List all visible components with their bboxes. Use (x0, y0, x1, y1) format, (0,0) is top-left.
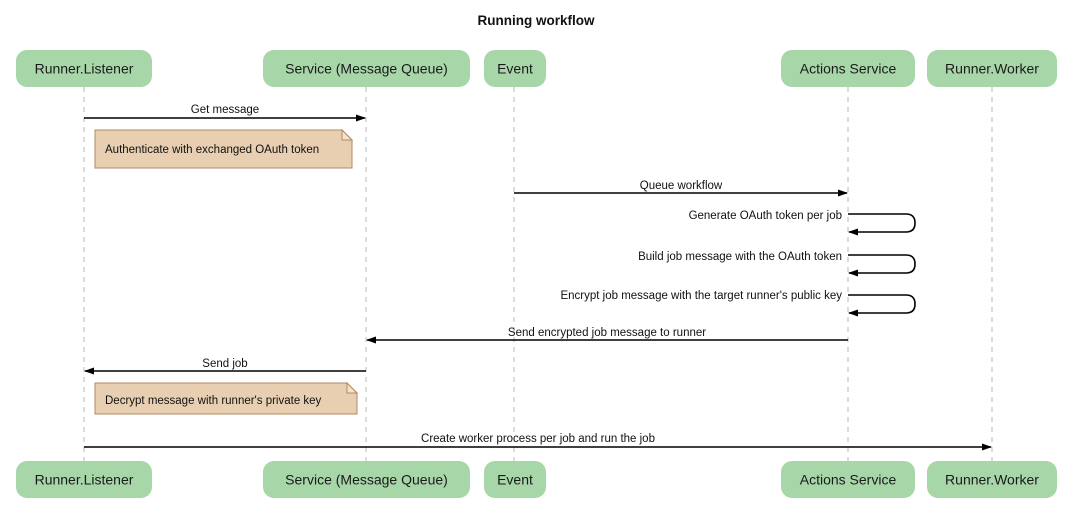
self-loop-path (848, 294, 916, 317)
message-generate-oauth-token-per-job[interactable]: Generate OAuth token per job (689, 210, 916, 236)
message-label: Send encrypted job message to runner (508, 327, 706, 339)
message-create-worker-process[interactable]: Create worker process per job and run th… (84, 433, 992, 451)
lifelines-layer (83, 87, 993, 461)
participant-label: Actions Service (800, 472, 897, 488)
participant-service-message-queue-bottom[interactable]: Service (Message Queue) (263, 461, 470, 498)
self-loop-path (848, 254, 916, 277)
message-get-message[interactable]: Get message (84, 104, 366, 122)
message-send-job[interactable]: Send job (84, 358, 366, 375)
participant-label: Runner.Listener (35, 472, 134, 488)
participant-box (781, 461, 915, 498)
note-authenticate-note: Authenticate with exchanged OAuth token (94, 128, 354, 169)
participant-event-top[interactable]: Event (484, 50, 546, 87)
participant-runner-listener-top[interactable]: Runner.Listener (16, 50, 152, 87)
participant-label: Actions Service (800, 61, 897, 77)
note-fold-corner-icon (346, 381, 359, 394)
participant-box (484, 461, 546, 498)
note-decrypt-note: Decrypt message with runner's private ke… (94, 381, 359, 415)
participant-actions-service-bottom[interactable]: Actions Service (781, 461, 915, 498)
participant-label: Runner.Worker (945, 472, 1039, 488)
participant-actions-service-top[interactable]: Actions Service (781, 50, 915, 87)
message-label: Send job (202, 358, 247, 370)
message-build-job-message[interactable]: Build job message with the OAuth token (638, 251, 916, 277)
participant-box (927, 50, 1057, 87)
message-encrypt-job-message[interactable]: Encrypt job message with the target runn… (560, 290, 916, 317)
note-label: Authenticate with exchanged OAuth token (105, 144, 319, 156)
message-label: Create worker process per job and run th… (421, 433, 655, 445)
participant-label: Event (497, 61, 533, 77)
page-title: Running workflow (478, 13, 595, 28)
participant-service-message-queue-top[interactable]: Service (Message Queue) (263, 50, 470, 87)
participant-label: Service (Message Queue) (285, 472, 448, 488)
participant-box (263, 50, 470, 87)
message-label: Get message (191, 104, 259, 116)
message-send-encrypted-job-message[interactable]: Send encrypted job message to runner (366, 327, 848, 344)
self-loop-path (848, 213, 916, 236)
participant-label: Runner.Listener (35, 61, 134, 77)
participant-box (263, 461, 470, 498)
note-body (94, 382, 358, 415)
participant-label: Event (497, 472, 533, 488)
participant-box (927, 461, 1057, 498)
participant-box (16, 50, 152, 87)
participant-box (484, 50, 546, 87)
participant-runner-listener-bottom[interactable]: Runner.Listener (16, 461, 152, 498)
participant-runner-worker-top[interactable]: Runner.Worker (927, 50, 1057, 87)
note-label: Decrypt message with runner's private ke… (105, 395, 322, 407)
note-fold-corner-icon (341, 128, 354, 141)
participant-event-bottom[interactable]: Event (484, 461, 546, 498)
participant-label: Runner.Worker (945, 61, 1039, 77)
participant-label: Service (Message Queue) (285, 61, 448, 77)
message-queue-workflow[interactable]: Queue workflow (514, 180, 848, 197)
participant-box (16, 461, 152, 498)
message-label: Build job message with the OAuth token (638, 251, 842, 263)
participant-runner-worker-bottom[interactable]: Runner.Worker (927, 461, 1057, 498)
notes-layer: Authenticate with exchanged OAuth tokenD… (94, 128, 359, 415)
participant-box (781, 50, 915, 87)
message-label: Queue workflow (640, 180, 723, 192)
message-label: Generate OAuth token per job (689, 210, 842, 222)
note-body (94, 129, 353, 169)
message-label: Encrypt job message with the target runn… (560, 290, 842, 302)
